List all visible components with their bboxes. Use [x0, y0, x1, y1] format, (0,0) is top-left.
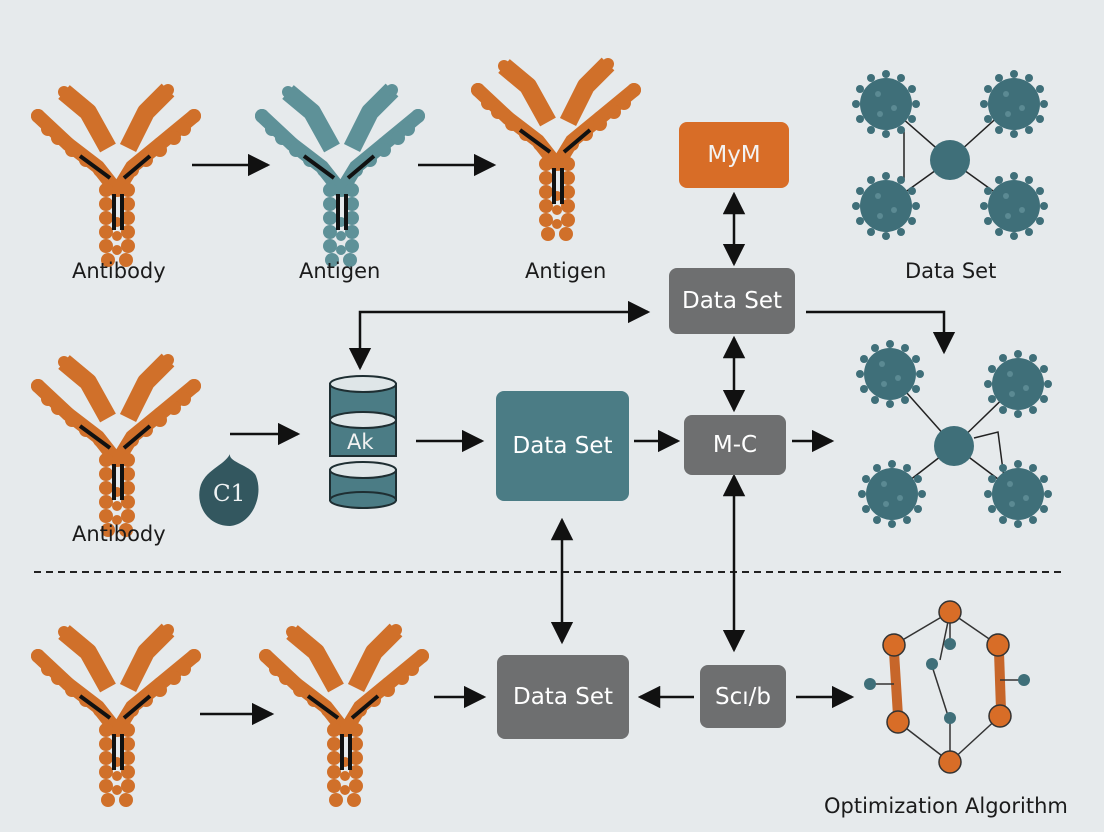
- label-antigen-2: Antigen: [525, 259, 607, 283]
- label-optimization-algorithm: Optimization Algorithm: [824, 794, 1068, 818]
- antibody-glyph-top: [31, 84, 201, 267]
- antibody-glyph-bottom-2: [259, 624, 429, 807]
- antibody-glyph-bottom-1: [31, 624, 201, 807]
- optimization-graph: [864, 600, 1030, 774]
- dataset-center-top-box: Data Set: [669, 268, 795, 334]
- database-label-ak: Ak: [347, 430, 374, 454]
- label-dataset-top-right: Data Set: [905, 259, 997, 283]
- label-antibody-top: Antibody: [72, 259, 166, 283]
- antigen-glyph-2: [471, 58, 641, 241]
- arrow-db-dataset-loop: [348, 300, 651, 371]
- network-mid-right: [856, 340, 1052, 528]
- dataset-bottom-box: Data Set: [497, 655, 629, 739]
- mc-box: M-C: [684, 415, 786, 475]
- c1-label: C1: [213, 481, 246, 507]
- database-cylinder: [329, 375, 397, 509]
- dataset-teal-box: Data Set: [496, 391, 629, 501]
- arrow-dataset-to-network: [806, 310, 956, 355]
- label-antigen-1: Antigen: [299, 259, 381, 283]
- c1-droplet: [199, 454, 259, 526]
- scib-box: Scı/b: [700, 665, 786, 728]
- antigen-glyph-1: [255, 84, 425, 267]
- mym-box: MyM: [679, 122, 789, 188]
- antibody-glyph-mid: [31, 354, 201, 537]
- label-antibody-mid: Antibody: [72, 522, 166, 546]
- network-top-right: [852, 70, 1048, 240]
